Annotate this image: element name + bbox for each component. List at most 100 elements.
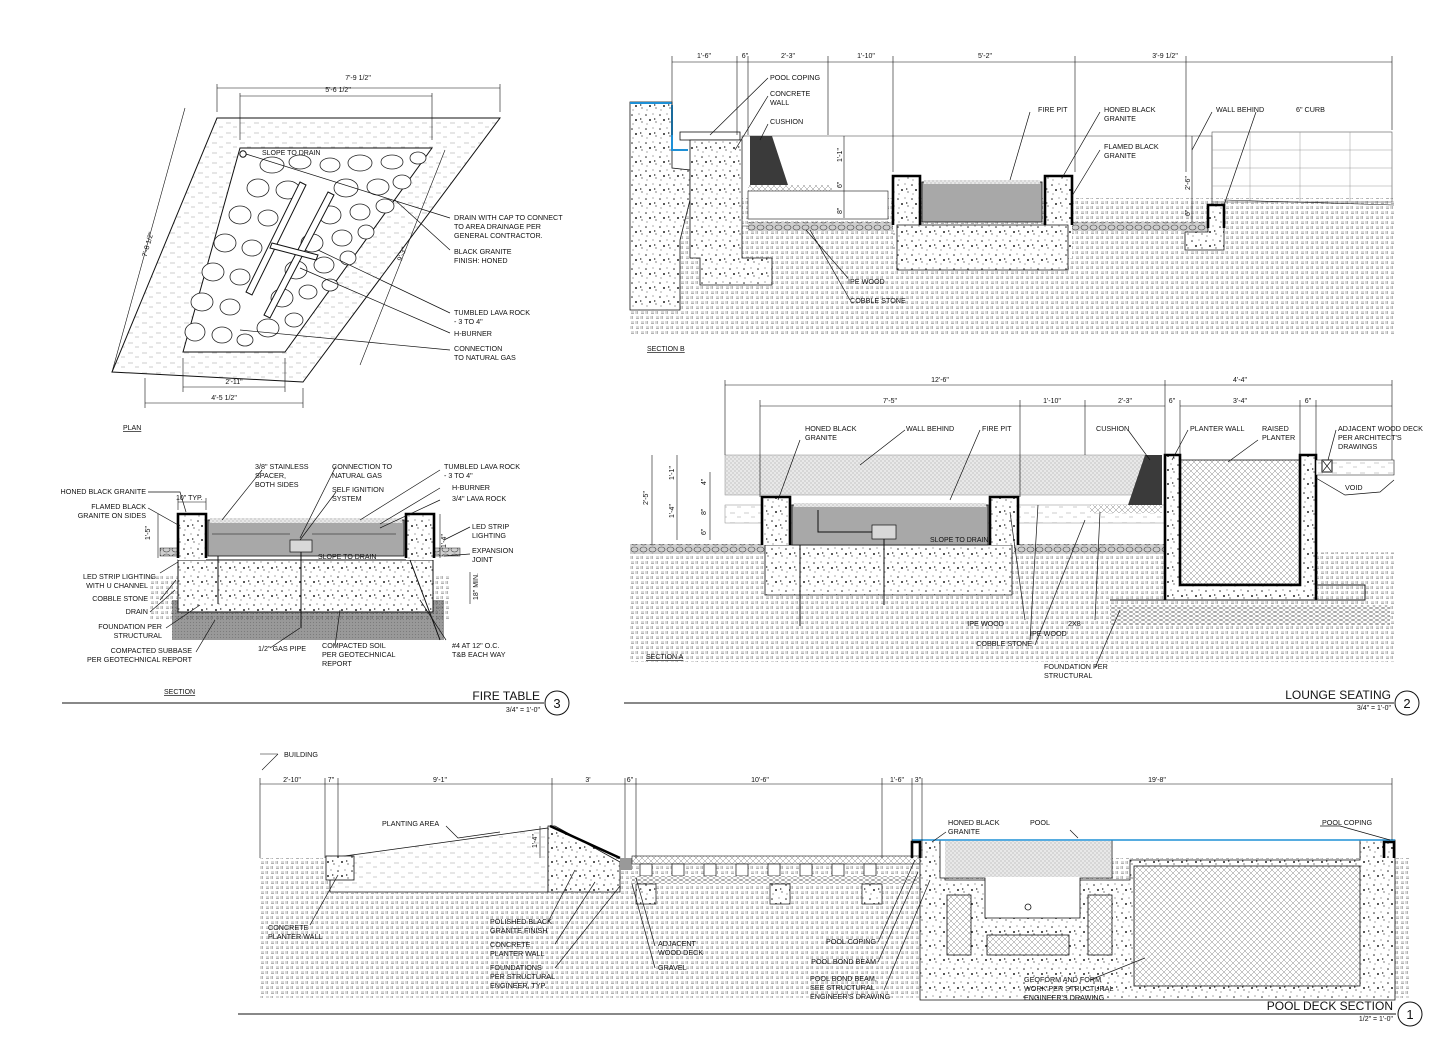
secb-dim-8: 6" [837, 181, 844, 188]
svg-text:TO AREA DRAINAGE PER: TO AREA DRAINAGE PER [454, 222, 541, 231]
seca-notes: HONED BLACK GRANITE WALL BEHIND FIRE PIT… [805, 424, 1423, 680]
svg-text:#4 AT 12" O.C.: #4 AT 12" O.C. [452, 641, 499, 650]
fire-dim-2: 1'-5" [145, 526, 152, 540]
seca-dim-13: 8" [701, 508, 708, 515]
fire-notes-right: LED STRIP LIGHTING EXPANSION JOINT [472, 522, 513, 564]
svg-text:HONED BLACK: HONED BLACK [805, 424, 857, 433]
svg-text:COBBLE STONE: COBBLE STONE [976, 639, 1032, 648]
svg-text:IPE WOOD: IPE WOOD [848, 277, 885, 286]
svg-text:TUMBLED LAVA ROCK: TUMBLED LAVA ROCK [454, 308, 530, 317]
svg-text:IPE WOOD: IPE WOOD [967, 619, 1004, 628]
svg-text:FLAMED BLACK: FLAMED BLACK [91, 502, 146, 511]
svg-text:COBBLE STONE: COBBLE STONE [850, 296, 906, 305]
svg-text:REPORT: REPORT [322, 659, 352, 668]
secb-dim-4: 1'-10" [857, 53, 875, 60]
drain-icon [239, 150, 247, 158]
svg-text:- 3 TO 4": - 3 TO 4" [454, 317, 483, 326]
secb-dim-5: 5'-2" [978, 53, 992, 60]
section-b-title: SECTION B [647, 346, 685, 353]
fire-notes-left: HONED BLACK GRANITE FLAMED BLACK GRANITE… [61, 487, 193, 664]
seca-dim-10: 1'-1" [669, 466, 676, 480]
svg-text:STRUCTURAL: STRUCTURAL [1044, 671, 1092, 680]
svg-text:HONED BLACK: HONED BLACK [948, 818, 1000, 827]
svg-text:POOL COPING: POOL COPING [770, 73, 820, 82]
svg-text:LED STRIP: LED STRIP [472, 522, 509, 531]
svg-text:CONNECTION: CONNECTION [454, 344, 502, 353]
svg-text:ENGINEER, TYP.: ENGINEER, TYP. [490, 981, 546, 990]
secb-dim-7: 1'-1" [837, 148, 844, 162]
svg-text:GRAVEL: GRAVEL [658, 963, 687, 972]
pool-dim-9: 19'-8" [1148, 777, 1166, 784]
seca-dim-8: 6" [1305, 398, 1312, 405]
pool-drain-icon [1024, 903, 1032, 911]
svg-text:ENGINEER'S DRAWING: ENGINEER'S DRAWING [810, 992, 891, 1001]
plan-notes: DRAIN WITH CAP TO CONNECT TO AREA DRAINA… [454, 213, 563, 362]
seca-dim-3: 7'-5" [883, 398, 897, 405]
pool-deck-section: 2'-10" 7" 9'-1" 3' 6" 10'-6" 1'-6" 3" 19… [259, 750, 1410, 1002]
section-b: 1'-6" 6" 2'-3" 1'-10" 5'-2" 3'-9 1/2" 1'… [629, 53, 1395, 353]
fire-table-scale: 3/4" = 1'-0" [506, 707, 541, 714]
svg-text:GENERAL CONTRACTOR.: GENERAL CONTRACTOR. [454, 231, 543, 240]
fire-dim-1: 10" TYP. [176, 495, 203, 502]
pool-title: POOL DECK SECTION [1267, 999, 1393, 1013]
section-a-title: SECTION A [646, 654, 684, 661]
fire-notes-top: 3/8" STAINLESS SPACER, BOTH SIDES CONNEC… [255, 462, 520, 503]
seca-dim-7: 3'-4" [1233, 398, 1247, 405]
seca-dim-6: 6" [1169, 398, 1176, 405]
svg-text:H-BURNER: H-BURNER [452, 483, 490, 492]
svg-text:WITH U CHANNEL: WITH U CHANNEL [86, 581, 148, 590]
svg-text:1/2" GAS PIPE: 1/2" GAS PIPE [258, 644, 306, 653]
pool-dim-4: 3' [585, 777, 590, 784]
plan-dim-1: 7'-9 1/2" [345, 75, 371, 82]
svg-text:PLANTER WALL: PLANTER WALL [1190, 424, 1244, 433]
svg-text:SYSTEM: SYSTEM [332, 494, 362, 503]
section-a: SLOPE TO DRAIN 12'-6" 4'-4" 7'-5" 1'-10"… [630, 377, 1423, 680]
svg-text:GEOFORM AND FORM: GEOFORM AND FORM [1024, 975, 1101, 984]
svg-text:COMPACTED SOIL: COMPACTED SOIL [322, 641, 386, 650]
secb-notes: POOL COPING CONCRETE WALL CUSHION FIRE P… [770, 73, 1325, 305]
svg-text:ENGINEER'S DRAWING: ENGINEER'S DRAWING [1024, 993, 1105, 1002]
svg-text:FIRE PIT: FIRE PIT [982, 424, 1012, 433]
lounge-title: LOUNGE SEATING [1285, 688, 1391, 702]
plan-dim-5: 2'-11" [225, 379, 243, 386]
secb-dim-3: 2'-3" [781, 53, 795, 60]
plan-dim-2: 5'-6 1/2" [325, 87, 351, 94]
plan-dim-4: 9'-3" [397, 246, 409, 262]
secb-dim-9: 8" [837, 207, 844, 214]
svg-text:FOUNDATION PER: FOUNDATION PER [98, 622, 162, 631]
svg-text:DRAIN WITH CAP TO CONNECT: DRAIN WITH CAP TO CONNECT [454, 213, 563, 222]
lounge-number: 2 [1403, 696, 1410, 711]
h-burner [245, 181, 335, 319]
plan-dim-6: 4'-5 1/2" [211, 395, 237, 402]
seca-dim-12: 4" [701, 478, 708, 485]
pool-dim-3: 9'-1" [433, 777, 447, 784]
pool-dim-5: 6" [627, 777, 634, 784]
fire-dim-3: 1'-4" [441, 534, 448, 548]
svg-text:CUSHION: CUSHION [1096, 424, 1129, 433]
secb-dim-10: 2'-6" [1185, 176, 1192, 190]
svg-text:WALL BEHIND: WALL BEHIND [906, 424, 954, 433]
lava-rock-pattern [184, 151, 427, 347]
svg-text:GRANITE: GRANITE [948, 827, 980, 836]
svg-text:PER ARCHITECT'S: PER ARCHITECT'S [1338, 433, 1402, 442]
svg-text:- 3 TO 4": - 3 TO 4" [444, 471, 473, 480]
svg-text:HONED BLACK: HONED BLACK [1104, 105, 1156, 114]
svg-text:POOL BOND BEAM,: POOL BOND BEAM, [810, 974, 877, 983]
seca-slope-label: SLOPE TO DRAIN [930, 537, 988, 544]
svg-text:POOL: POOL [1030, 818, 1050, 827]
svg-text:SEE STRUCTURAL: SEE STRUCTURAL [810, 983, 875, 992]
svg-text:JOINT: JOINT [472, 555, 493, 564]
svg-text:STRUCTURAL: STRUCTURAL [114, 631, 162, 640]
seca-dim-11: 1'-4" [669, 504, 676, 518]
fire-dim-4: 18" MIN. [473, 573, 480, 600]
svg-text:EXPANSION: EXPANSION [472, 546, 513, 555]
plan-slope-label: SLOPE TO DRAIN [262, 150, 320, 157]
svg-text:ADJACENT WOOD DECK: ADJACENT WOOD DECK [1338, 424, 1423, 433]
svg-text:GRANITE FINISH: GRANITE FINISH [490, 926, 548, 935]
fire-section-title: SECTION [164, 689, 195, 696]
title-lounge-seating: LOUNGE SEATING 3/4" = 1'-0" 2 [624, 688, 1420, 716]
svg-text:LED STRIP LIGHTING: LED STRIP LIGHTING [83, 572, 156, 581]
seca-dim-1: 12'-6" [931, 377, 949, 384]
svg-text:GRANITE: GRANITE [1104, 114, 1136, 123]
svg-text:ADJACENT: ADJACENT [658, 939, 697, 948]
